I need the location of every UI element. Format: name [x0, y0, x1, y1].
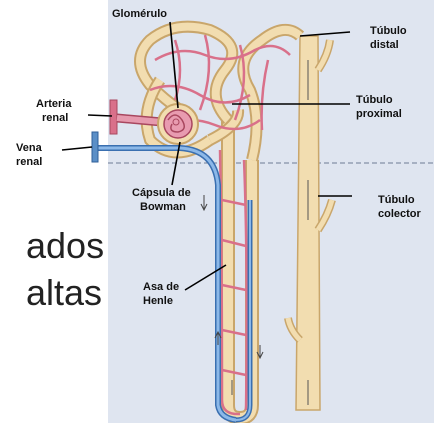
label-arteria-1: Arteria: [36, 98, 72, 110]
glomerulus: [158, 104, 198, 144]
label-tubulo-colector-2: colector: [378, 208, 422, 220]
label-asa-2: Henle: [143, 295, 173, 307]
label-capsula-1: Cápsula de: [132, 187, 191, 199]
slide-text-line1: ados: [26, 225, 104, 266]
label-tubulo-proximal-2: proximal: [356, 108, 402, 120]
label-vena-2: renal: [16, 156, 42, 168]
label-vena-1: Vena: [16, 142, 43, 154]
label-tubulo-proximal-1: Túbulo: [356, 94, 393, 106]
label-glomerulo: Glomérulo: [112, 8, 167, 20]
label-arteria-2: renal: [42, 112, 68, 124]
label-tubulo-distal-2: distal: [370, 39, 399, 51]
label-tubulo-colector-1: Túbulo: [378, 194, 415, 206]
label-asa-1: Asa de: [143, 281, 179, 293]
label-capsula-2: Bowman: [140, 201, 186, 213]
label-tubulo-distal-1: Túbulo: [370, 25, 407, 37]
slide-text-line2: altas: [26, 272, 102, 313]
